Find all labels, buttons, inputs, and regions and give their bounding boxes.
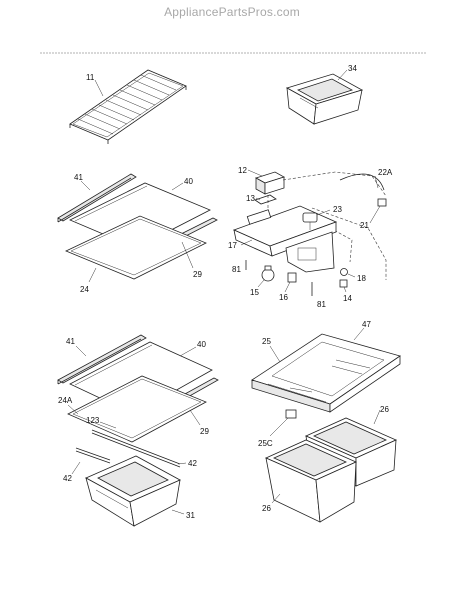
label-29-bottom: 29 [200,427,209,436]
small-drawer [285,73,364,125]
label-15: 15 [250,288,259,297]
crisper-assembly [251,333,401,523]
label-22A: 22A [378,168,393,177]
label-25C: 25C [258,439,273,448]
label-25: 25 [262,337,271,346]
label-40-bottom: 40 [197,340,206,349]
label-42-left: 42 [63,474,72,483]
label-11: 11 [86,73,95,82]
label-41-top: 41 [74,173,83,182]
label-34: 34 [348,64,357,73]
shelf-assembly-lower [57,334,219,527]
label-23: 23 [333,205,342,214]
wire-shelf [69,69,187,144]
label-81-bottom: 81 [317,300,326,309]
label-24: 24 [80,285,89,294]
label-47: 47 [362,320,371,329]
control-housing-assembly [232,171,387,296]
label-29-top: 29 [193,270,202,279]
label-12: 12 [238,166,247,175]
label-17: 17 [228,241,237,250]
site-watermark: AppliancePartsPros.com [164,5,300,19]
label-123: 123 [86,416,100,425]
label-13: 13 [246,194,255,203]
label-42-right: 42 [188,459,197,468]
label-21: 21 [360,221,369,230]
label-31: 31 [186,511,195,520]
shelf-assembly-upper [57,173,218,280]
label-26-left: 26 [262,504,271,513]
label-26-right: 26 [380,405,389,414]
label-18: 18 [357,274,366,283]
label-24A: 24A [58,396,73,405]
label-81-left: 81 [232,265,241,274]
label-14: 14 [343,294,352,303]
label-16: 16 [279,293,288,302]
label-40-top: 40 [184,177,193,186]
label-41-bottom: 41 [66,337,75,346]
